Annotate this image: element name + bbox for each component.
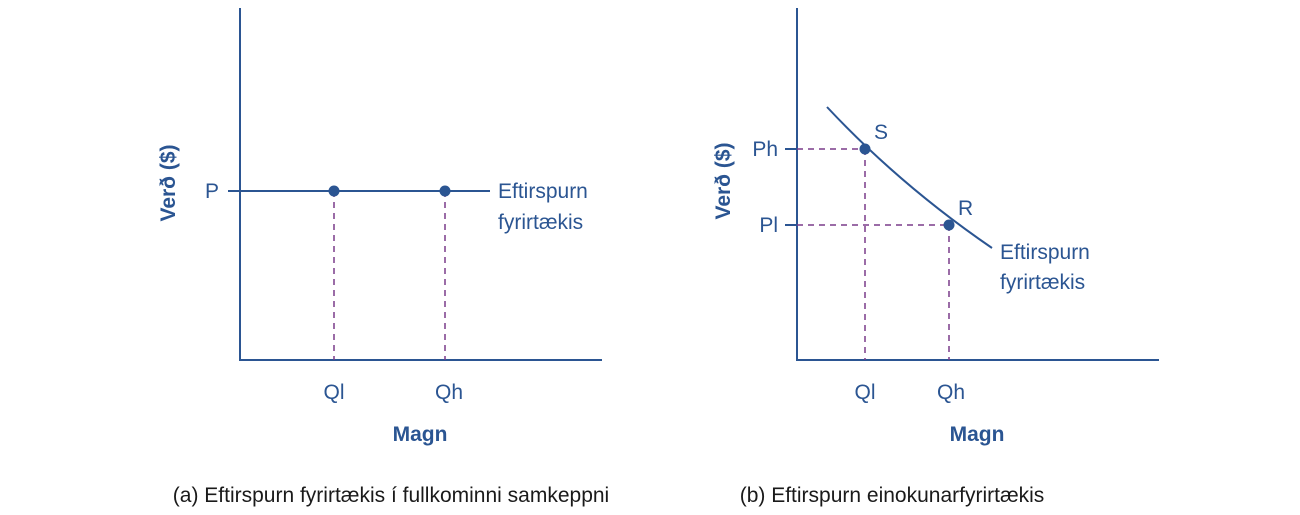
y-axis-title: Verð ($) [157,144,180,221]
point-ql [328,185,340,197]
point-s [859,143,871,155]
curve-label-line2: fyrirtækis [1000,271,1085,294]
demand-curve [826,106,993,249]
panel-a: P Ql Qh Magn Verð ($) Eftirspurn fyrirtæ… [157,8,609,507]
caption-a: (a) Eftirspurn fyrirtækis í fullkominni … [173,484,609,507]
x-tick-qh: Qh [435,381,463,404]
x-axis-title: Magn [393,423,448,446]
y-axis-title: Verð ($) [712,142,735,219]
y-tick-ph: Ph [752,138,778,161]
price-label: P [205,180,219,203]
curve-label-line2: fyrirtækis [498,211,583,234]
curve-label-line1: Eftirspurn [498,180,588,203]
caption-b: (b) Eftirspurn einokunarfyrirtækis [740,484,1045,507]
y-tick-pl: Pl [759,214,778,237]
point-label-s: S [874,121,888,144]
x-axis-title: Magn [950,423,1005,446]
x-tick-qh: Qh [937,381,965,404]
x-tick-ql: Ql [855,381,876,404]
point-qh [439,185,451,197]
panel-b: S R Ph Pl Ql Qh Magn Verð ($) Eftirspurn… [712,8,1159,507]
x-tick-ql: Ql [324,381,345,404]
curve-label-line1: Eftirspurn [1000,241,1090,264]
point-r [943,219,955,231]
point-label-r: R [958,197,973,220]
